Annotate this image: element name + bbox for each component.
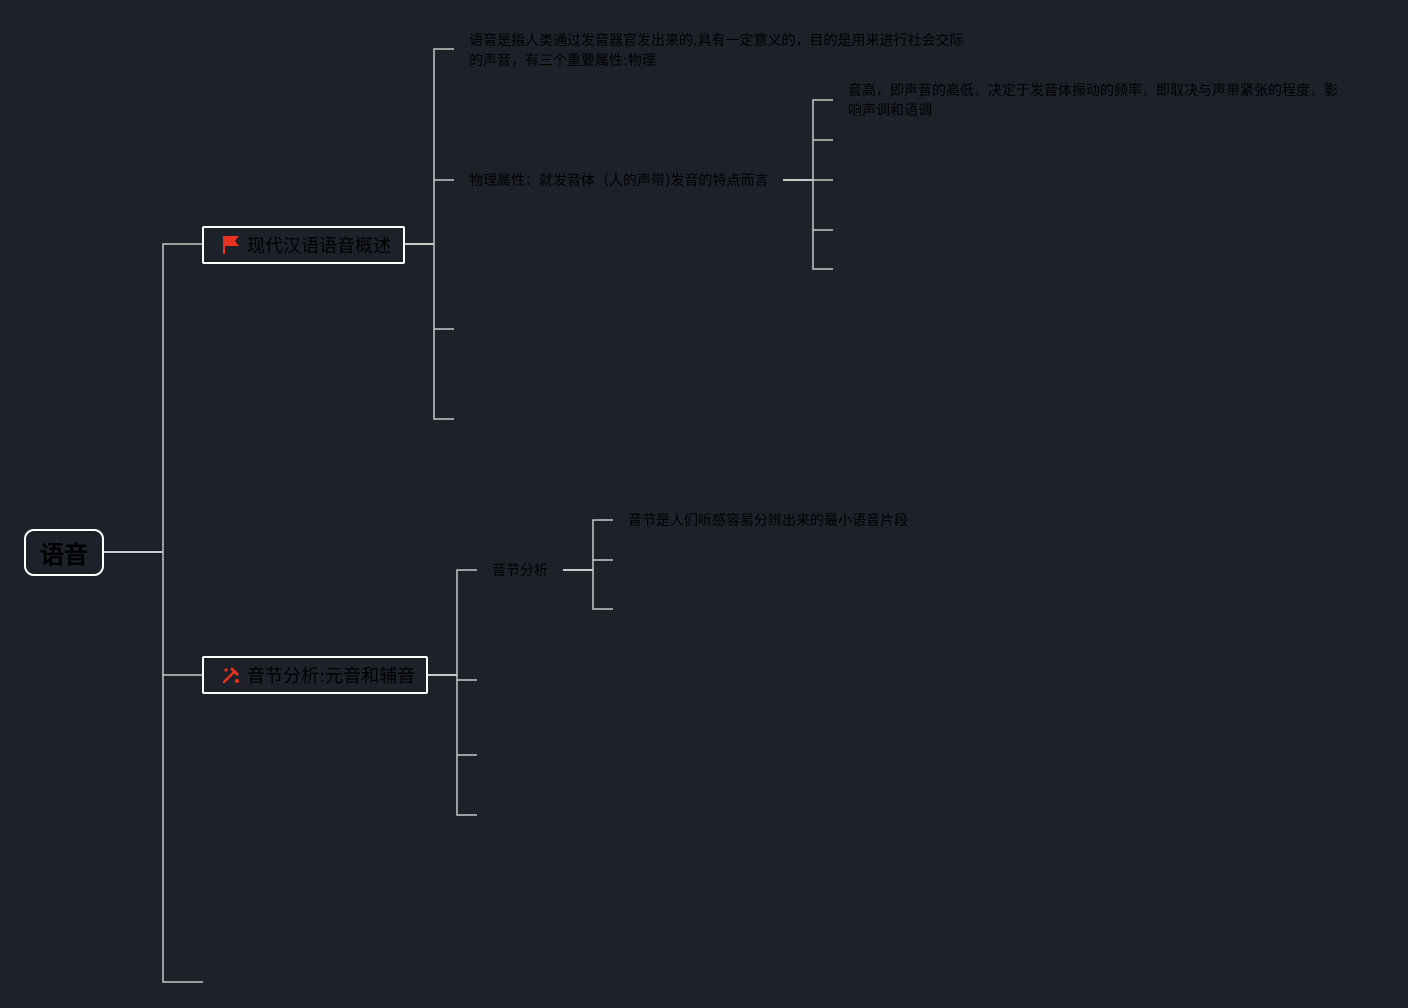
subtopic-label: 音高，即声音的高低，决定于发音体振动的频率，即取决与声带紧张的程度，影响声调和语… — [848, 83, 1338, 119]
connector-physical-bracket — [812, 99, 833, 270]
connector-topic1-bracket — [433, 48, 454, 420]
connector-syllable-bracket — [592, 519, 613, 610]
subtopic-syllable-definition[interactable]: 音节是人们听感容易分辨出来的最小语音片段 — [628, 511, 908, 531]
connector-topic2-bracket — [456, 569, 477, 816]
subtopic-label: 音节是人们听感容易分辨出来的最小语音片段 — [628, 513, 908, 529]
topic-node-syllable[interactable]: 音节分析:元音和辅音 — [202, 656, 428, 694]
connector-root-bracket — [162, 243, 203, 983]
red-flag-icon — [220, 234, 242, 256]
root-node[interactable]: 语音 — [24, 529, 104, 576]
topic-node-overview[interactable]: 现代汉语语音概述 — [202, 226, 405, 264]
subtopic-pitch[interactable]: 音高，即声音的高低，决定于发音体振动的频率，即取决与声带紧张的程度，影响声调和语… — [848, 81, 1344, 121]
subtopic-definition[interactable]: 语音是指人类通过发音器官发出来的,具有一定意义的，目的是用来进行社会交际的声音，… — [469, 31, 969, 71]
subtopic-syllable-analysis[interactable]: 音节分析 — [492, 561, 548, 581]
topic-label: 音节分析:元音和辅音 — [247, 666, 416, 687]
subtopic-physical-property[interactable]: 物理属性：就发音体（人的声带)发音的特点而言 — [469, 171, 768, 191]
subtopic-label: 物理属性：就发音体（人的声带)发音的特点而言 — [469, 173, 769, 189]
root-label: 语音 — [40, 541, 88, 569]
tools-icon — [220, 664, 242, 686]
subtopic-label: 音节分析 — [492, 563, 548, 579]
subtopic-label: 语音是指人类通过发音器官发出来的,具有一定意义的，目的是用来进行社会交际的声音，… — [469, 33, 964, 69]
topic-label: 现代汉语语音概述 — [247, 236, 391, 257]
